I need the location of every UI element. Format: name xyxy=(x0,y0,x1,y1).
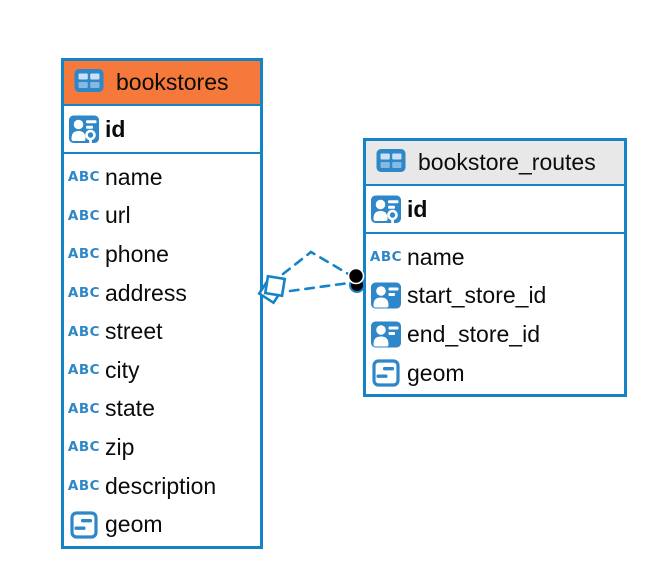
column-list-bookstores: ABC name ABC url ABC phone ABC address A… xyxy=(64,154,260,546)
text-type-icon: ABC xyxy=(67,439,101,456)
foreign-key-icon xyxy=(369,282,403,309)
table-title: bookstore_routes xyxy=(418,149,596,175)
geometry-type-icon xyxy=(369,359,403,387)
endpoint-dot-back xyxy=(349,277,365,293)
entity-table-bookstore-routes[interactable]: bookstore_routes id ABC name xyxy=(363,138,627,398)
text-type-icon: ABC xyxy=(67,400,101,417)
column-row-bookstores-name[interactable]: ABC name xyxy=(64,158,260,197)
relationship-source-diamond-markers xyxy=(257,274,287,305)
column-label: id xyxy=(407,195,428,222)
text-type-icon: ABC xyxy=(67,169,101,186)
column-label: geom xyxy=(407,359,465,386)
text-type-icon: ABC xyxy=(67,207,101,224)
table-title: bookstores xyxy=(116,69,229,95)
column-row-routes-id[interactable]: id xyxy=(366,186,624,234)
column-label: address xyxy=(105,279,187,306)
column-row-bookstores-id[interactable]: id xyxy=(64,106,260,154)
column-label: phone xyxy=(105,240,169,267)
foreign-key-icon xyxy=(369,321,403,348)
table-header-bookstore-routes[interactable]: bookstore_routes xyxy=(366,141,624,186)
text-type-icon: ABC xyxy=(67,362,101,379)
relationship-line-upper[interactable] xyxy=(281,250,352,277)
table-icon xyxy=(376,148,406,178)
relationship-endpoint-dots xyxy=(347,267,365,293)
diamond-marker-front xyxy=(263,274,287,298)
column-label: end_store_id xyxy=(407,320,540,347)
column-row-routes-start-store-id[interactable]: start_store_id xyxy=(366,276,624,316)
column-label: state xyxy=(105,395,155,422)
column-label: zip xyxy=(105,433,135,460)
column-row-bookstores-address[interactable]: ABC address xyxy=(64,273,260,313)
column-label: street xyxy=(105,318,163,345)
column-label: city xyxy=(105,356,140,383)
column-row-bookstores-geom[interactable]: geom xyxy=(64,505,260,544)
text-type-icon: ABC xyxy=(67,478,101,495)
column-row-bookstores-description[interactable]: ABC description xyxy=(64,466,260,506)
column-list-bookstore-routes: ABC name start_store_id xyxy=(366,234,624,394)
text-type-icon: ABC xyxy=(369,249,403,266)
text-type-icon: ABC xyxy=(67,285,101,302)
column-label: description xyxy=(105,472,217,499)
column-row-routes-name[interactable]: ABC name xyxy=(366,238,624,277)
column-label: start_store_id xyxy=(407,282,547,309)
primary-key-icon xyxy=(369,190,403,229)
text-type-icon: ABC xyxy=(67,323,101,340)
column-label: name xyxy=(407,243,465,270)
column-label: name xyxy=(105,163,163,190)
geometry-type-icon xyxy=(67,511,101,539)
column-label: id xyxy=(105,115,126,142)
text-type-icon: ABC xyxy=(67,246,101,263)
endpoint-dot-front xyxy=(347,267,365,285)
column-row-bookstores-state[interactable]: ABC state xyxy=(64,389,260,429)
table-header-bookstores[interactable]: bookstores xyxy=(64,61,260,106)
entity-table-bookstores[interactable]: bookstores id ABC name xyxy=(61,58,263,549)
column-row-bookstores-city[interactable]: ABC city xyxy=(64,350,260,390)
column-row-bookstores-zip[interactable]: ABC zip xyxy=(64,428,260,467)
primary-key-icon xyxy=(67,110,101,149)
column-label: url xyxy=(105,202,131,229)
table-icon xyxy=(74,68,104,98)
column-label: geom xyxy=(105,511,163,538)
column-row-bookstores-phone[interactable]: ABC phone xyxy=(64,235,260,274)
column-row-routes-end-store-id[interactable]: end_store_id xyxy=(366,315,624,354)
column-row-routes-geom[interactable]: geom xyxy=(366,353,624,393)
column-row-bookstores-url[interactable]: ABC url xyxy=(64,196,260,236)
column-row-bookstores-street[interactable]: ABC street xyxy=(64,312,260,351)
relationship-line-lower[interactable] xyxy=(288,281,351,293)
